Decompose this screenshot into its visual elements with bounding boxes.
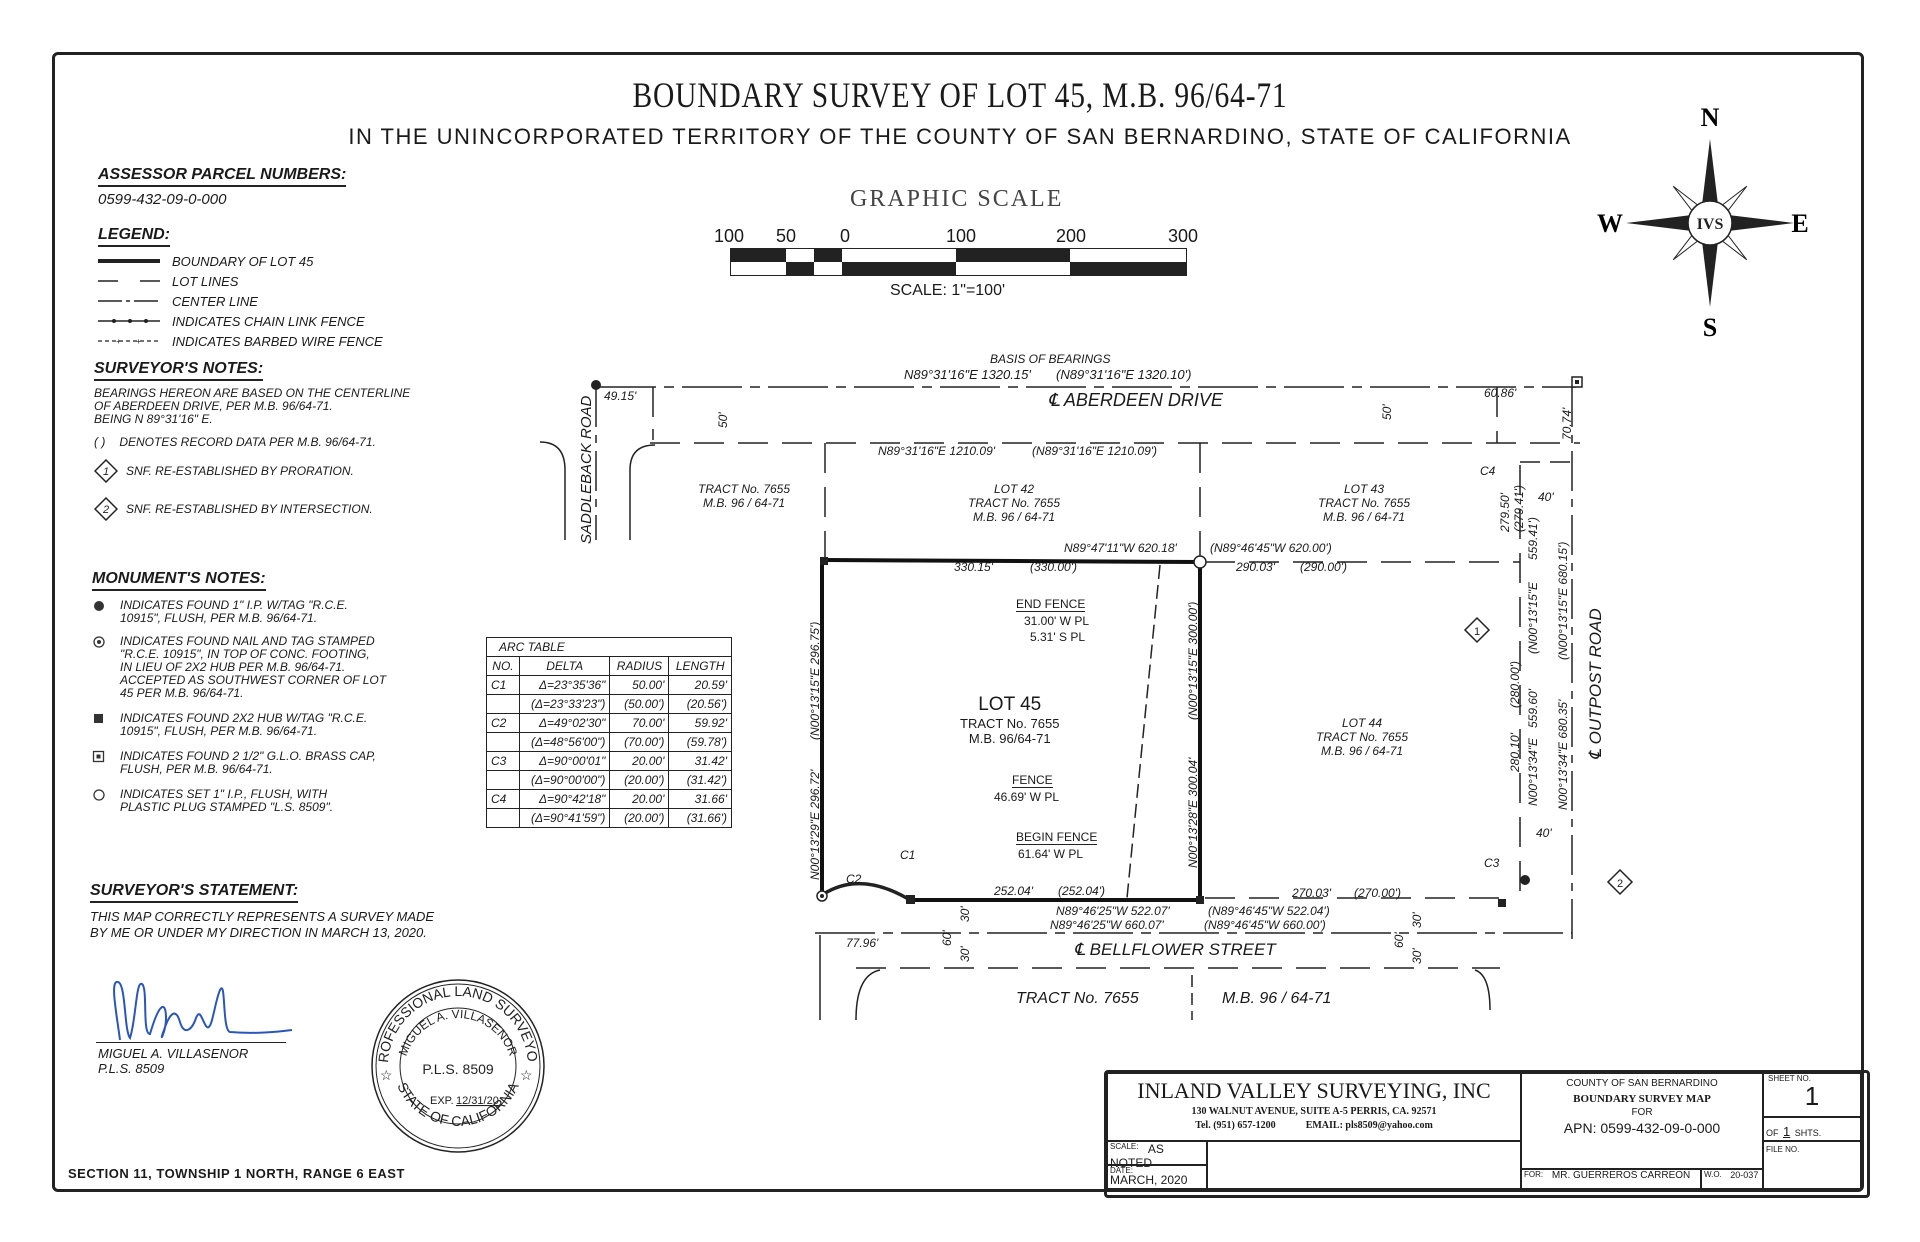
proration-note: 1 SNF. RE-ESTABLISHED BY PRORATION. — [94, 459, 414, 483]
assessor-section: ASSESSOR PARCEL NUMBERS: 0599-432-09-0-0… — [98, 166, 347, 208]
filled-circle-icon — [94, 601, 104, 611]
dotted-circle-icon — [93, 636, 105, 648]
surveyor-name-block: MIGUEL A. VILLASENOR P.L.S. 8509 — [98, 1046, 249, 1076]
surveyors-notes: SURVEYOR'S NOTES: BEARINGS HEREON ARE BA… — [94, 360, 414, 521]
drawing-sheet-border — [52, 52, 1864, 1192]
arc-row-c3-record: (Δ=90°00'00")(20.00')(31.42') — [486, 770, 732, 790]
client-cell: FOR: MR. GUERREROS CARREON — [1521, 1169, 1701, 1189]
map-info-cell: COUNTY OF SAN BERNARDINO BOUNDARY SURVEY… — [1521, 1073, 1763, 1169]
svg-text:IVS: IVS — [1697, 216, 1724, 233]
monument-notes: MONUMENT'S NOTES: INDICATES FOUND 1" I.P… — [92, 570, 412, 814]
page-title: BOUNDARY SURVEY OF LOT 45, M.B. 96/64-71 — [632, 75, 1288, 115]
svg-text:E: E — [1791, 209, 1808, 238]
mb-label-south: M.B. 96 / 64-71 — [1222, 990, 1332, 1007]
surveyor-statement: SURVEYOR'S STATEMENT: THIS MAP CORRECTLY… — [90, 882, 435, 940]
basis-note: BEARINGS HEREON ARE BASED ON THE CENTERL… — [94, 386, 411, 426]
legend-item-center-line: CENTER LINE — [98, 291, 383, 311]
legend-header: LEGEND: — [98, 226, 170, 247]
aberdeen-drive-label: ℄ ABERDEEN DRIVE — [1048, 390, 1223, 410]
surveyor-seal: PROFESSIONAL LAND SURVEYOR MIGUEL A. VIL… — [368, 976, 545, 1153]
section-township-range: SECTION 11, TOWNSHIP 1 NORTH, RANGE 6 EA… — [68, 1166, 405, 1181]
monument-note-4: INDICATES FOUND 2 1/2" G.L.O. BRASS CAP,… — [92, 750, 412, 776]
svg-text:1: 1 — [1474, 626, 1480, 638]
surveyors-notes-header: SURVEYOR'S NOTES: — [94, 360, 264, 381]
svg-text:W: W — [1597, 209, 1623, 238]
svg-text:12/31/20: 12/31/20 — [456, 1095, 499, 1107]
open-circle-icon — [93, 789, 105, 801]
svg-text:S: S — [1703, 313, 1717, 340]
outpost-road-label: ℄ OUTPOST ROAD — [1586, 608, 1605, 760]
intersection-note: 2 SNF. RE-ESTABLISHED BY INTERSECTION. — [94, 497, 414, 521]
legend: LEGEND: BOUNDARY OF LOT 45 LOT LINES CEN… — [98, 226, 383, 351]
legend-item-lot-lines: LOT LINES — [98, 271, 383, 291]
arc-row-c4-record: (Δ=90°41'59")(20.00')(31.66') — [486, 808, 732, 828]
north-arrow-compass: IVS N S E W — [1597, 103, 1809, 340]
boxed-square-icon — [92, 750, 105, 763]
sheets-total-cell: OF 1 SHTS. — [1763, 1117, 1861, 1141]
bellflower-street-label: ℄ BELLFLOWER STREET — [1074, 940, 1276, 959]
company-cell: INLAND VALLEY SURVEYING, INC 130 WALNUT … — [1107, 1073, 1521, 1141]
svg-text:☆: ☆ — [380, 1067, 393, 1083]
dashed-line-icon — [98, 280, 160, 282]
legend-item-boundary: BOUNDARY OF LOT 45 — [98, 251, 383, 271]
monument-notes-header: MONUMENT'S NOTES: — [92, 570, 266, 591]
graphic-scale-ticks: 100 50 0 100 200 300 — [714, 226, 1199, 246]
svg-text:☆: ☆ — [520, 1067, 533, 1083]
monument-note-1: INDICATES FOUND 1" I.P. W/TAG "R.C.E.109… — [92, 599, 412, 625]
scale-cell: SCALE: AS NOTED — [1107, 1141, 1207, 1170]
diamond-2-icon: 2 — [94, 497, 118, 521]
aberdeen-bearing: N89°31'16"E 1320.15' — [904, 367, 1031, 382]
svg-text:P.L.S. 8509: P.L.S. 8509 — [422, 1061, 494, 1077]
center-line-icon — [98, 300, 160, 302]
signature — [113, 981, 293, 1041]
lot-45-label: LOT 45 TRACT No. 7655 M.B. 96/64-71 — [960, 694, 1060, 746]
apn-value: APN: 0599-432-09-0-000 — [1563, 1120, 1721, 1136]
monument-note-3: INDICATES FOUND 2X2 HUB W/TAG "R.C.E.109… — [92, 712, 412, 738]
record-note: ( ) DENOTES RECORD DATA PER M.B. 96/64-7… — [94, 435, 376, 449]
chain-link-fence-icon — [98, 319, 160, 323]
page-subtitle: IN THE UNINCORPORATED TERRITORY OF THE C… — [348, 124, 1572, 149]
thick-line-icon — [98, 259, 160, 263]
assessor-apn: 0599-432-09-0-000 — [98, 191, 227, 208]
svg-text:2: 2 — [1617, 878, 1623, 890]
filled-square-icon — [94, 714, 103, 723]
signature-line — [96, 1042, 286, 1043]
diamond-1-icon: 1 — [94, 459, 118, 483]
company-name: INLAND VALLEY SURVEYING, INC — [1137, 1078, 1491, 1103]
monument-note-2: INDICATES FOUND NAIL AND TAG STAMPED"R.C… — [92, 635, 412, 700]
svg-text:N: N — [1701, 103, 1720, 132]
barbed-wire-fence-icon: ++ — [98, 337, 160, 346]
svg-text:+: + — [136, 337, 141, 346]
graphic-scale-title: GRAPHIC SCALE — [850, 186, 1064, 212]
legend-item-chain-link: INDICATES CHAIN LINK FENCE — [98, 311, 383, 331]
saddleback-road-label: SADDLEBACK ROAD — [578, 395, 595, 544]
title-block: INLAND VALLEY SURVEYING, INC 130 WALNUT … — [1104, 1070, 1870, 1198]
svg-text:EXP.: EXP. — [430, 1095, 454, 1107]
graphic-scale-bar — [730, 248, 1187, 276]
tract-label-south: TRACT No. 7655 — [1016, 990, 1139, 1007]
scale-text: SCALE: 1"=100' — [890, 282, 1006, 299]
svg-text:+: + — [116, 337, 121, 346]
assessor-header: ASSESSOR PARCEL NUMBERS: — [98, 166, 347, 187]
svg-text:2: 2 — [102, 504, 109, 516]
legend-item-barbed-wire: ++ INDICATES BARBED WIRE FENCE — [98, 331, 383, 351]
date-cell: DATE: MARCH, 2020 — [1107, 1165, 1207, 1189]
file-no-cell: FILE NO. — [1763, 1141, 1861, 1189]
svg-text:1: 1 — [103, 466, 109, 478]
basis-of-bearings-label: BASIS OF BEARINGS — [990, 352, 1111, 366]
work-order-cell: W.O. 20-037 — [1701, 1169, 1763, 1189]
aberdeen-record: (N89°31'16"E 1320.10') — [1056, 367, 1192, 382]
statement-header: SURVEYOR'S STATEMENT: — [90, 882, 299, 903]
sheet-no-cell: SHEET NO. 1 — [1763, 1073, 1861, 1117]
